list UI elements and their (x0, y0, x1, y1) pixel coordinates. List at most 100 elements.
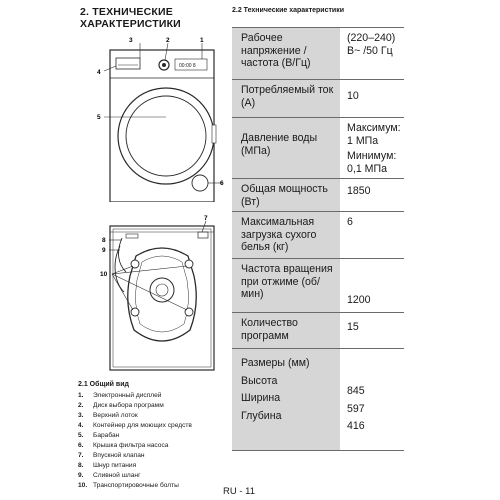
table-row: Количество программ 15 (232, 312, 404, 349)
specs-table: Рабочее напряжение / частота (В/Гц) (220… (232, 27, 404, 451)
tub-boss (149, 277, 175, 303)
legend-item-label: Электронный дисплей (93, 392, 162, 399)
spec-label: Рабочее напряжение / частота (В/Гц) (232, 27, 340, 80)
overview-title: 2.1 Общий вид (78, 381, 129, 388)
spec-label: Потребляемый ток (A) (232, 79, 340, 118)
table-row: Общая мощность (Вт) 1850 (232, 178, 404, 212)
section-title: 2. ТЕХНИЧЕСКИЕ ХАРАКТЕРИСТИКИ (80, 6, 181, 30)
washer-back-figure: 7 8 9 10 (96, 212, 226, 372)
spec-sublabel: Ширина (241, 392, 281, 404)
legend-item-number: 4. (78, 422, 84, 429)
legend-item-label: Впускной клапан (93, 452, 145, 459)
display-readout: 00:00 8 (179, 63, 196, 69)
spec-value: 6 (347, 216, 353, 228)
legend-item-number: 9. (78, 472, 84, 479)
callout-9: 9 (102, 247, 106, 254)
spec-value: 15 (347, 321, 359, 333)
filter-cover (191, 174, 209, 192)
legend-item-number: 5. (78, 432, 84, 439)
spec-label: Максимальная загрузка сухого белья (кг) (232, 211, 340, 259)
spec-value: Минимум: 0,1 МПа (347, 150, 397, 175)
callout-7: 7 (204, 215, 208, 222)
legend-item-number: 8. (78, 462, 84, 469)
table-row: Потребляемый ток (A) 10 (232, 79, 404, 118)
legend-item: 1. Электронный дисплей (78, 391, 243, 401)
legend-item: 6.Крышка фильтра насоса (78, 441, 243, 451)
legend-item: 4. Контейнер для моющих средств (78, 421, 243, 431)
overview-list: 1. Электронный дисплей 2. Диск выбора прог… (78, 391, 243, 491)
display-panel (174, 58, 208, 71)
inlet-valve (197, 231, 209, 239)
callout-3: 3 (129, 37, 133, 44)
callout-2: 2 (166, 37, 170, 44)
legend-item-number: 2. (78, 402, 84, 409)
callout-1: 1 (200, 37, 204, 44)
table-row: Максимальная загрузка сухого белья (кг) … (232, 211, 404, 259)
spec-value: Максимум: 1 МПа (347, 122, 401, 147)
washer-front-drawing: 00:00 8 1 2 3 4 5 6 (97, 37, 224, 202)
callout-8: 8 (102, 237, 106, 244)
spec-label: Давление воды (МПа) (232, 117, 340, 179)
spec-label: Общая мощность (Вт) (232, 178, 340, 212)
washer-front-figure: 00:00 8 1 2 3 4 5 6 (96, 34, 226, 202)
spec-sublabel: Высота (241, 374, 278, 387)
spec-value: 1850 (347, 185, 371, 197)
table-row: Размеры (мм) Высота Ширина Глубина 845 5… (232, 348, 404, 451)
legend-item: 9. Сливной шланг (78, 471, 243, 481)
callout-10: 10 (100, 271, 108, 278)
table-row: Частота вращения при отжиме (об/мин) 120… (232, 258, 404, 313)
spec-value-cell: 1200 (340, 258, 404, 313)
legend-item: 7. Впускной клапан (78, 451, 243, 461)
section-title-line-2: ХАРАКТЕРИСТИКИ (80, 18, 181, 30)
spec-label: Количество программ (232, 312, 340, 349)
legend-item-label: Диск выбора программ (93, 402, 164, 409)
washer-back-drawing: 7 8 9 10 (100, 215, 215, 371)
spec-sublabel: Глубина (241, 409, 282, 422)
spec-label: Частота вращения при отжиме (об/мин) (232, 258, 340, 313)
table-row: Давление воды (МПа) Максимум: 1 МПа Мини… (232, 117, 404, 179)
spec-value: 416 (347, 420, 365, 432)
legend-item-label: Верхний лоток (93, 412, 138, 419)
door-inner-ring (125, 95, 207, 177)
spec-value-cell: 6 (340, 211, 404, 259)
callout-6: 6 (220, 180, 224, 187)
callout-4: 4 (97, 69, 101, 76)
legend-item: 2. Диск выбора программ (78, 401, 243, 411)
spec-value: 597 (347, 402, 365, 415)
back-panel-frame (127, 247, 197, 342)
power-cord (118, 237, 127, 273)
legend-item-number: 1. (78, 392, 84, 399)
legend-item-number: 7. (78, 452, 84, 459)
legend-item-number: 10. (78, 482, 88, 489)
legend-item: 10. Транспортировочные болты (78, 481, 243, 491)
legend-item: 8. Шнур питания (78, 461, 243, 471)
legend-item-label: Барабан (93, 432, 120, 439)
legend-item-label: Транспортировочные болты (93, 482, 179, 489)
spec-label-cell: Размеры (мм) Высота Ширина Глубина (232, 348, 340, 451)
spec-label: Размеры (мм) (241, 357, 310, 369)
legend-item-label: Шнур питания (93, 462, 137, 469)
section-title-line-1: 2. ТЕХНИЧЕСКИЕ (80, 6, 173, 18)
spec-value-cell: 10 (340, 79, 404, 118)
transport-bolt-1 (130, 259, 140, 269)
legend-item-label: Сливной шланг (93, 472, 141, 479)
overview-legend: 2.1 Общий вид 1. Электронный дисплей 2. Ди… (78, 381, 243, 491)
legend-item-number: 3. (78, 412, 84, 419)
legend-item: 5. Барабан (78, 431, 243, 441)
spec-value-cell: 15 (340, 312, 404, 349)
spec-value-cell: (220–240) В~ /50 Гц (340, 27, 404, 80)
spec-value-cell: Максимум: 1 МПа Минимум: 0,1 МПа (340, 117, 404, 179)
legend-item-number: 6. (78, 442, 84, 449)
transport-bolt-4 (184, 307, 194, 317)
legend-item-label: Контейнер для моющих средств (93, 422, 192, 429)
callout-5: 5 (97, 114, 101, 121)
spec-value-cell: 845 597 416 (340, 348, 404, 451)
spec-value-cell: 1850 (340, 178, 404, 212)
spec-value: (220–240) В~ /50 Гц (347, 32, 396, 57)
door-handle (211, 124, 217, 144)
page-number: RU - 11 (223, 486, 256, 497)
spec-value: 10 (347, 90, 359, 102)
specs-heading: 2.2 Технические характеристики (232, 7, 345, 14)
legend-item: 3. Верхний лоток (78, 411, 243, 421)
spec-value: 1200 (347, 293, 371, 306)
